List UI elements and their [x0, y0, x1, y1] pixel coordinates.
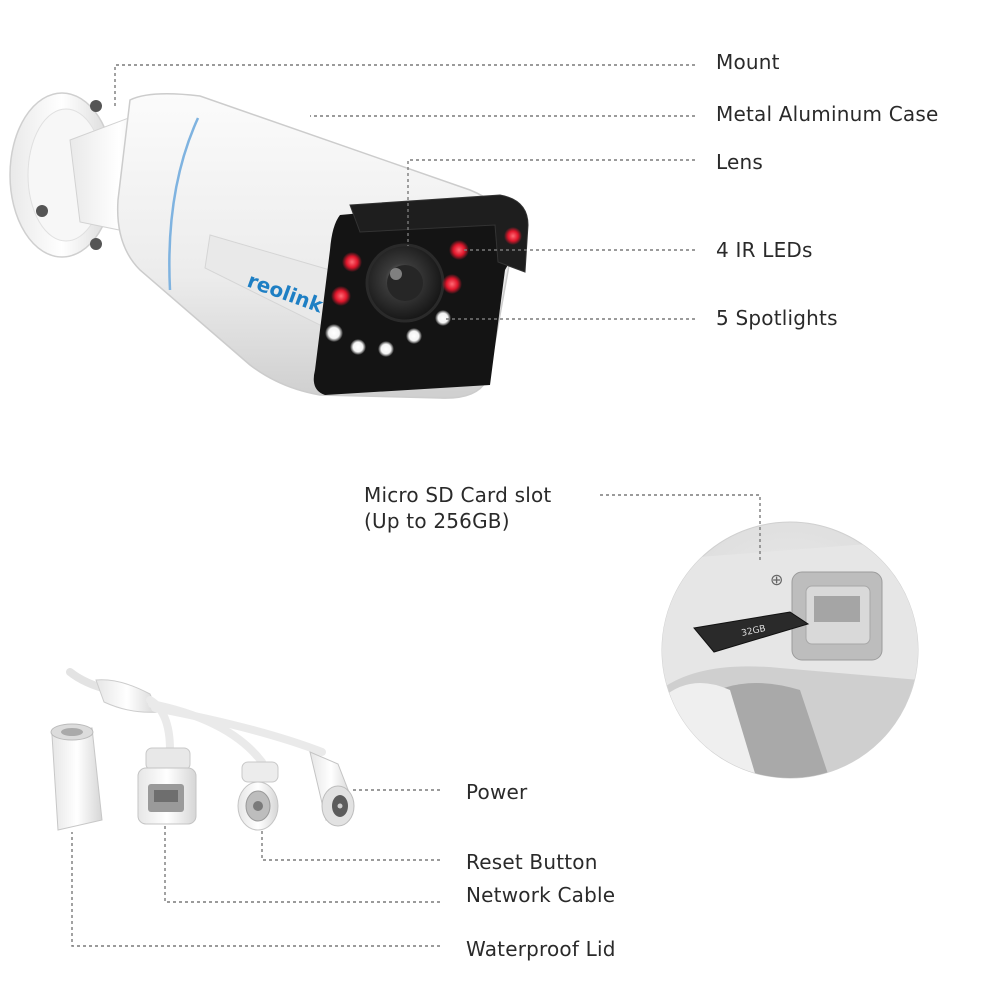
- waterproof-lid: [50, 723, 103, 831]
- label-mount: Mount: [716, 50, 780, 74]
- mount-screw-bottom: [90, 238, 102, 250]
- case-seam: [168, 117, 200, 291]
- label-spotlights: 5 Spotlights: [716, 306, 838, 330]
- leader-mount: [114, 64, 695, 106]
- ir-led-3: [449, 240, 469, 260]
- sd-slot-symbol: ⊕: [770, 570, 783, 589]
- label-lens: Lens: [716, 150, 763, 174]
- ir-led-4: [442, 274, 462, 294]
- leader-reset: [261, 830, 440, 861]
- ir-led-2: [331, 286, 351, 306]
- spotlight-4: [406, 328, 422, 344]
- label-reset: Reset Button: [466, 850, 598, 874]
- network-connector: [137, 747, 197, 825]
- leader-lid: [71, 832, 440, 947]
- label-ir-leds: 4 IR LEDs: [716, 238, 813, 262]
- leader-lens: [407, 159, 695, 246]
- cable-assembly: [50, 668, 355, 831]
- spotlight-1: [325, 324, 343, 342]
- mount-screw-top: [90, 100, 102, 112]
- leader-network: [164, 826, 440, 903]
- spotlight-2: [350, 339, 366, 355]
- spotlight-3: [378, 341, 394, 357]
- cable-splitter: [95, 679, 159, 713]
- mount-screw-left: [36, 205, 48, 217]
- power-connector: [309, 751, 355, 827]
- label-sd-slot-line1: Micro SD Card slot: [364, 483, 552, 507]
- spotlight-5: [435, 310, 451, 326]
- ir-led-1: [342, 252, 362, 272]
- reset-connector: [237, 761, 279, 831]
- ir-led-5: [504, 227, 522, 245]
- label-lid: Waterproof Lid: [466, 937, 616, 961]
- sd-card-inset: ⊕ 32GB: [661, 521, 919, 779]
- leader-lines: [71, 64, 761, 947]
- label-power: Power: [466, 780, 528, 804]
- micro-sd-card: 32GB: [693, 611, 810, 653]
- camera: reolink: [9, 92, 529, 399]
- label-network: Network Cable: [466, 883, 616, 907]
- label-metal-case: Metal Aluminum Case: [716, 102, 939, 126]
- label-sd-slot: Micro SD Card slot (Up to 256GB): [364, 482, 551, 534]
- power-branch: [151, 704, 326, 756]
- label-sd-slot-line2: (Up to 256GB): [364, 509, 510, 533]
